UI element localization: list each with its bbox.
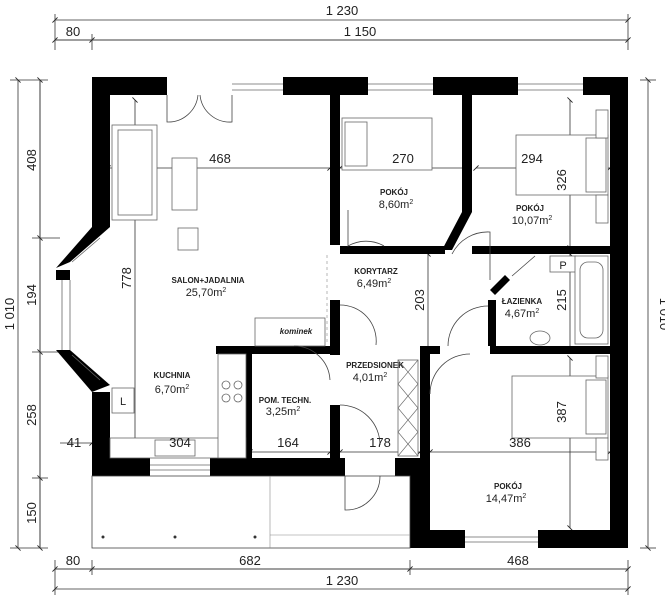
dim-left-194: 194 xyxy=(24,284,39,306)
room-pokoj1-name: POKÓJ xyxy=(380,188,408,197)
dim-inner-304: 304 xyxy=(169,435,191,450)
dim-top-total: 1 230 xyxy=(326,3,359,18)
dimension-labels: 1 230 80 1 150 80 682 468 1 230 1 010 40… xyxy=(2,3,665,588)
dim-bottom-total: 1 230 xyxy=(326,573,359,588)
dim-inner-778: 778 xyxy=(119,267,134,289)
dim-left-150: 150 xyxy=(24,502,39,524)
dim-inner-386: 386 xyxy=(509,435,531,450)
dim-top-main: 1 150 xyxy=(344,24,377,39)
room-korytarz-name: KORYTARZ xyxy=(354,267,398,276)
room-labels: SALON+JADALNIA 25,70m2 POKÓJ 8,60m2 POKÓ… xyxy=(120,188,567,505)
walls xyxy=(56,77,628,548)
room-pokoj2-area: 10,07m2 xyxy=(512,215,553,227)
shower-label: P xyxy=(559,260,566,272)
room-przedsionek-area: 4,01m2 xyxy=(353,372,388,384)
dim-inner-178: 178 xyxy=(369,435,391,450)
dim-inner-326: 326 xyxy=(554,169,569,191)
room-salon-area: 25,70m2 xyxy=(186,287,227,299)
dim-inner-215: 215 xyxy=(554,289,569,311)
room-przedsionek-name: PRZEDSIONEK xyxy=(346,361,404,370)
room-korytarz-area: 6,49m2 xyxy=(357,278,392,290)
room-lazienka-name: ŁAZIENKA xyxy=(502,297,543,306)
room-pomtech-name: POM. TECHN. xyxy=(259,396,311,405)
dim-inner-387: 387 xyxy=(554,401,569,423)
dim-inner-294: 294 xyxy=(521,151,543,166)
dim-right-total: 1 010 xyxy=(657,298,665,331)
room-kuchnia-name: KUCHNIA xyxy=(154,371,191,380)
room-pomtech-area: 3,25m2 xyxy=(266,406,301,418)
dim-bottom-left: 80 xyxy=(66,553,80,568)
fridge-label: L xyxy=(120,396,126,408)
room-salon-name: SALON+JADALNIA xyxy=(171,276,244,285)
dim-inner-468: 468 xyxy=(209,151,231,166)
dimension-lines xyxy=(10,14,656,595)
dim-inner-270: 270 xyxy=(392,151,414,166)
dim-inner-203: 203 xyxy=(412,289,427,311)
dim-left-258: 258 xyxy=(24,404,39,426)
room-pokoj2-name: POKÓJ xyxy=(516,204,544,213)
dim-left-408: 408 xyxy=(24,149,39,171)
dim-inner-164: 164 xyxy=(277,435,299,450)
furniture xyxy=(91,94,609,549)
dim-left-total: 1 010 xyxy=(2,298,17,331)
room-pokoj3-name: POKÓJ xyxy=(494,482,522,491)
room-kuchnia-area: 6,70m2 xyxy=(155,384,190,396)
dim-bottom-mid: 682 xyxy=(239,553,261,568)
room-pokoj1-area: 8,60m2 xyxy=(379,199,414,211)
room-lazienka-area: 4,67m2 xyxy=(505,308,540,320)
dim-bottom-right: 468 xyxy=(507,553,529,568)
dim-left-41: 41 xyxy=(67,435,81,450)
room-pokoj3-area: 14,47m2 xyxy=(486,493,527,505)
dim-top-left: 80 xyxy=(66,24,80,39)
kominek-label: kominek xyxy=(280,327,313,336)
